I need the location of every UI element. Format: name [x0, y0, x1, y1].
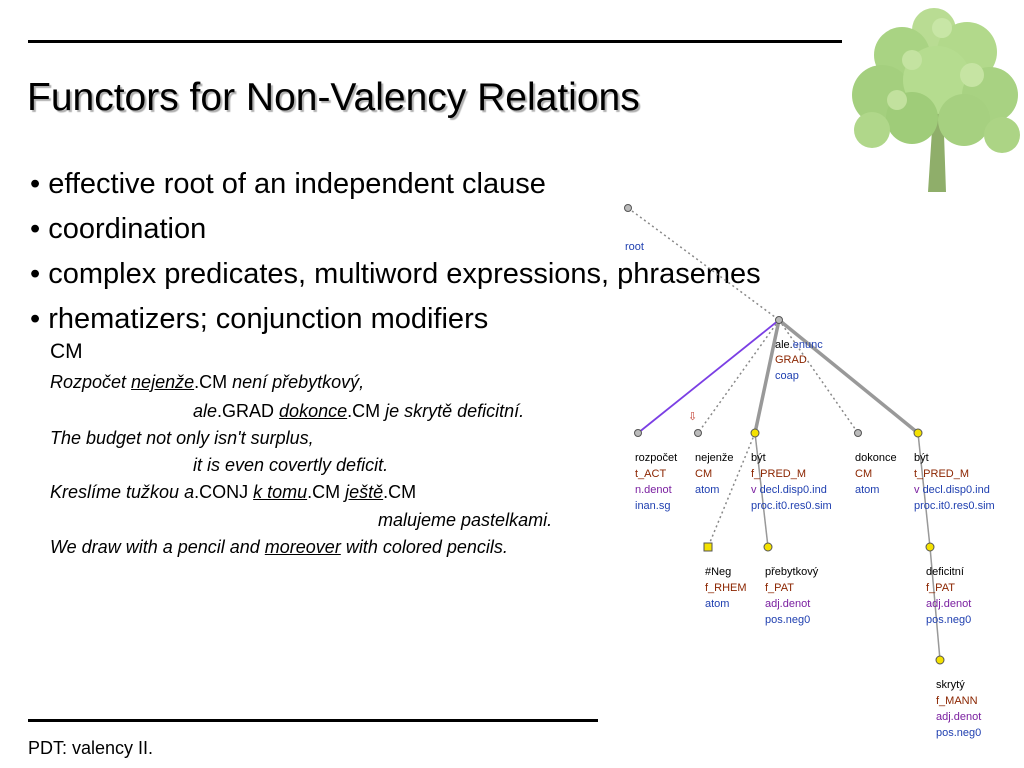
- example-word: je skrytě deficitní.: [385, 401, 525, 421]
- tree-edge: [627, 207, 780, 321]
- node-label-dokonce: dokonce: [855, 452, 897, 464]
- node-sem-skryty: adj.denot: [936, 711, 981, 723]
- example-line-7: We draw with a pencil and moreover with …: [50, 536, 508, 558]
- example-tag: .CM: [347, 401, 386, 421]
- node-functor-dokonce: CM: [855, 468, 872, 480]
- node-attr-neg: atom: [705, 598, 729, 610]
- node-label-byt-2: být: [914, 452, 929, 464]
- example-word-underlined: nejenže: [131, 372, 195, 392]
- node-sem-rozpocet: n.denot: [635, 484, 672, 496]
- node-functor-rozpocet: t_ACT: [635, 468, 666, 480]
- bullet-item: • complex predicates, multiword expressi…: [30, 258, 761, 290]
- example-word: a: [184, 482, 195, 502]
- node-attr2-byt-2: proc.it0.res0.sim: [914, 500, 995, 512]
- tree-node-ale: [775, 316, 783, 324]
- bullet-item: • rhematizers; conjunction modifiers: [30, 303, 489, 335]
- node-sem-deficitni: adj.denot: [926, 598, 971, 610]
- example-line-1: Rozpočet nejenže.CM není přebytkový,: [50, 371, 364, 393]
- tree-edge: [917, 432, 931, 548]
- example-line-4: it is even covertly deficit.: [193, 454, 388, 476]
- node-label-neg: #Neg: [705, 566, 731, 578]
- node-functor-deficitni: f_PAT: [926, 582, 955, 594]
- translation-text: with colored pencils.: [340, 537, 508, 557]
- node-label-prebytkovy: přebytkový: [765, 566, 819, 578]
- example-word: Kreslíme tužkou: [50, 482, 185, 502]
- tree-node-byt-1: [750, 428, 760, 438]
- node-attr-byt-2: v decl.disp0.ind: [914, 484, 990, 496]
- translation-underlined: moreover: [264, 537, 341, 557]
- node-label-root: root: [625, 241, 644, 253]
- node-attr-nejenze: atom: [695, 484, 719, 496]
- node-functor-nejenze: CM: [695, 468, 712, 480]
- node-attr-dokonce: atom: [855, 484, 879, 496]
- example-line-2: ale.GRAD dokonce.CM je skrytě deficitní.: [193, 400, 524, 422]
- bottom-rule: [28, 719, 598, 722]
- node-label-deficitni: deficitní: [926, 566, 964, 578]
- tree-node-deficitni: [925, 542, 935, 552]
- example-line-6: malujeme pastelkami.: [378, 509, 552, 531]
- tree-logo: [852, 8, 1020, 192]
- example-tag: .CM: [194, 372, 233, 392]
- tree-node-byt-2: [913, 428, 923, 438]
- bullet-item: • coordination: [30, 213, 207, 245]
- node-attr-deficitni: pos.neg0: [926, 614, 971, 626]
- tree-node-nejenze: [694, 429, 702, 437]
- down-arrow-icon: ⇩: [688, 411, 697, 423]
- node-label-rozpocet: rozpočet: [635, 452, 677, 464]
- node-attr-skryty: pos.neg0: [936, 727, 981, 739]
- node-attr-prebytkovy: pos.neg0: [765, 614, 810, 626]
- bullet-item: • effective root of an independent claus…: [30, 168, 546, 200]
- example-word: není přebytkový,: [232, 372, 365, 392]
- example-word: Rozpočet: [50, 372, 132, 392]
- node-attr-rozpocet: inan.sg: [635, 500, 670, 512]
- tree-edge: [707, 432, 756, 548]
- tree-node-root: [624, 204, 632, 212]
- node-attr2-byt-1: proc.it0.res0.sim: [751, 500, 832, 512]
- node-functor-ale: GRAD: [775, 354, 807, 366]
- example-tag: .CM: [383, 482, 417, 502]
- node-label-ale: ale.enunc: [775, 339, 823, 351]
- translation-text: We draw with a pencil and: [50, 537, 265, 557]
- node-attr-ale: coap: [775, 370, 799, 382]
- example-word-underlined: dokonce: [279, 401, 348, 421]
- node-label-nejenze: nejenže: [695, 452, 734, 464]
- example-line-3: The budget not only isn't surplus,: [50, 427, 314, 449]
- translation-text: The budget not only isn't surplus,: [50, 428, 314, 448]
- tree-node-skryty: [935, 655, 945, 665]
- node-label-byt-1: být: [751, 452, 766, 464]
- example-line-5: Kreslíme tužkou a.CONJ k tomu.CM ještě.C…: [50, 481, 416, 503]
- example-word-underlined: ještě: [345, 482, 384, 502]
- tree-edge: [753, 319, 781, 434]
- node-functor-neg: f_RHEM: [705, 582, 747, 594]
- bullet-list: • effective root of an independent claus…: [30, 162, 761, 342]
- example-tag: .CM: [307, 482, 346, 502]
- tree-edge-highlighted: [637, 319, 780, 434]
- tree-node-rozpocet: [634, 429, 642, 437]
- tree-edge: [697, 319, 780, 434]
- node-functor-skryty: f_MANN: [936, 695, 978, 707]
- tree-node-dokonce: [854, 429, 862, 437]
- node-functor-byt-1: f_PRED_M: [751, 468, 806, 480]
- slide-title: Functors for Non-Valency Relations: [27, 76, 640, 119]
- tree-node-neg: [703, 542, 713, 552]
- node-attr-byt-1: v decl.disp0.ind: [751, 484, 827, 496]
- node-sem-prebytkovy: adj.denot: [765, 598, 810, 610]
- node-functor-prebytkovy: f_PAT: [765, 582, 794, 594]
- node-label-skryty: skrytý: [936, 679, 965, 691]
- tree-node-prebytkovy: [763, 542, 773, 552]
- node-functor-byt-2: t_PRED_M: [914, 468, 969, 480]
- tree-edge: [777, 318, 920, 435]
- example-word-underlined: k tomu: [253, 482, 308, 502]
- footer-text: PDT: valency II.: [28, 738, 154, 758]
- example-word: ale: [193, 401, 218, 421]
- example-word: malujeme pastelkami.: [378, 510, 553, 530]
- example-tag: .CONJ: [194, 482, 254, 502]
- example-label: CM: [50, 340, 83, 363]
- example-tag: .GRAD: [217, 401, 280, 421]
- tree-edge: [754, 432, 769, 548]
- tree-edge: [929, 546, 941, 661]
- translation-text: it is even covertly deficit.: [193, 455, 389, 475]
- top-rule: [28, 40, 842, 43]
